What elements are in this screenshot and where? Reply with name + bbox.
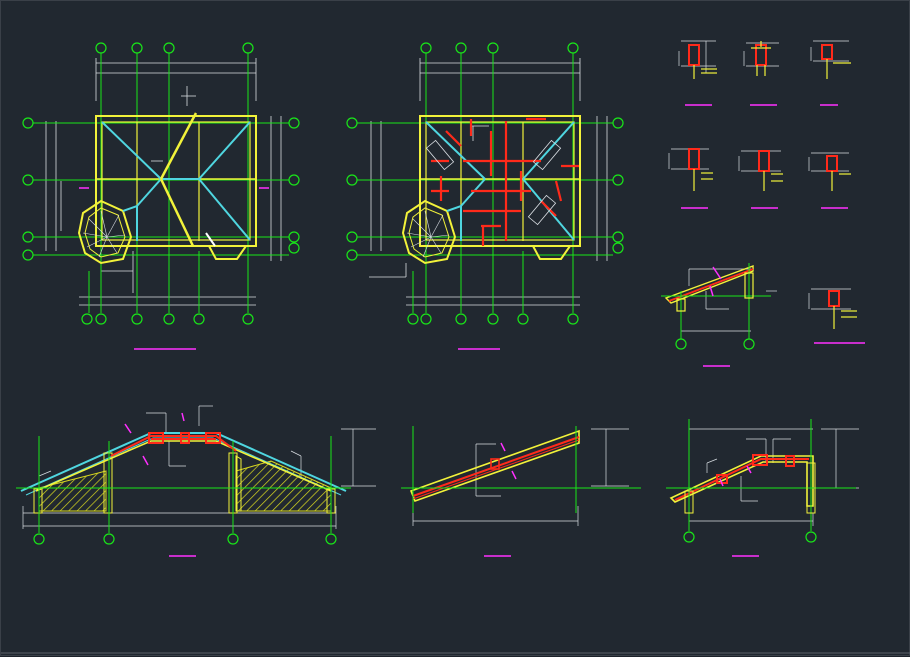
detail-6 [808, 152, 851, 209]
detail-1 [678, 40, 717, 106]
detail-7 [808, 288, 865, 344]
roof-framing-plan-right [346, 42, 624, 350]
detail-small-roof-section [661, 263, 777, 367]
roof-framing-plan-left [22, 42, 300, 350]
roof-section-right [666, 419, 859, 557]
section-detail-grid [661, 40, 865, 367]
detail-3 [810, 40, 851, 106]
detail-4 [668, 148, 713, 209]
detail-5 [738, 150, 783, 209]
detail-2 [743, 41, 779, 106]
roof-section-middle [401, 426, 641, 557]
roof-section-left [16, 405, 376, 557]
